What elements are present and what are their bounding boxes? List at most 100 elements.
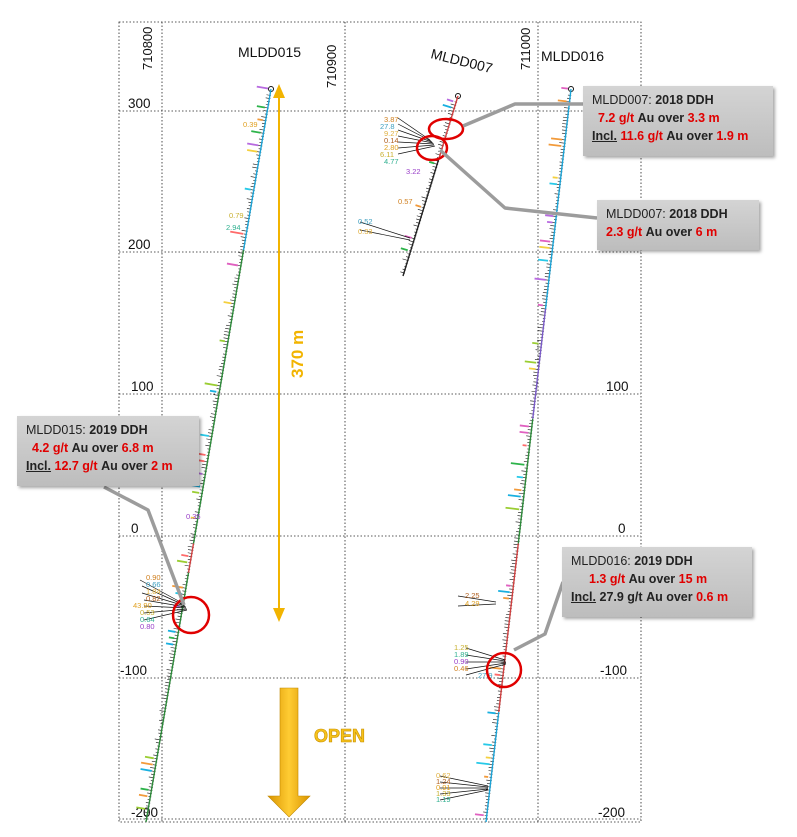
elevation-label-left: 300: [128, 96, 151, 111]
callout-width: 15 m: [678, 572, 708, 586]
callout-text: Au over: [637, 111, 685, 125]
callout-grade: 11.6 g/t: [620, 129, 663, 143]
assay-value-label: 0.14: [384, 136, 399, 145]
assay-value-label: 1.25: [454, 643, 469, 652]
assay-value-label: 1.19: [436, 795, 451, 804]
intercept-circle-mldd007-lower: [415, 134, 449, 162]
callout-incl: Incl.: [571, 590, 597, 604]
assay-value-label: 0.39: [243, 120, 258, 129]
assay-value-label: 6.11: [380, 150, 394, 159]
elevation-label-right: -100: [600, 663, 627, 678]
assay-value-label: 27.8: [380, 122, 395, 131]
callout-grade: 2.3 g/t: [606, 225, 643, 239]
elevation-label-left: -100: [120, 663, 147, 678]
callout-mldd007-2018-upper: MLDD007: 2018 DDH 7.2 g/t Au over 3.3 m …: [583, 86, 773, 156]
assay-value-label: 0.62: [436, 771, 451, 780]
assay-value-label: 0.53: [140, 608, 155, 617]
hole-label-mldd015: MLDD015: [238, 44, 301, 60]
assay-value-label: 4.77: [384, 157, 399, 166]
assay-value-label: 0.66: [146, 580, 161, 589]
callout-grade: 4.2 g/t: [32, 441, 69, 455]
callout-text: Au over: [71, 441, 119, 455]
assay-value-label: 4.29: [465, 599, 480, 608]
assay-value-label: 0.33: [358, 227, 373, 236]
intercept-circle-mldd007-upper: [427, 117, 465, 141]
assay-value-label: 0.46: [454, 664, 469, 673]
assay-value-label: 0.82: [146, 594, 161, 603]
intercept-circle-mldd015: [171, 595, 211, 635]
assay-value-label: 1.33: [436, 789, 451, 798]
assay-value-label: 1.89: [454, 650, 469, 659]
callout-hole-id: MLDD007:: [592, 93, 652, 107]
assay-value-label: 0.35: [186, 512, 201, 521]
callout-mldd016-2019: MLDD016: 2019 DDH 1.3 g/t Au over 15 m I…: [562, 547, 752, 617]
callout-hole-type: 2018 DDH: [655, 93, 714, 107]
callout-hole-id: MLDD007:: [606, 207, 666, 221]
assay-value-label: 2.94: [226, 223, 241, 232]
callout-grade: 27.9 g/t: [599, 590, 643, 604]
assay-value-label: 3.87: [384, 115, 399, 124]
assay-value-label: 2.25: [465, 591, 480, 600]
elevation-label-right: -200: [598, 805, 625, 820]
elevation-label-left: -200: [131, 805, 158, 820]
drill-trace-mldd015: [136, 85, 274, 823]
assay-value-label: 0.79: [229, 211, 244, 220]
easting-label: 710900: [324, 45, 339, 88]
callout-hole-type: 2018 DDH: [669, 207, 728, 221]
callout-width: 6 m: [695, 225, 718, 239]
drill-trace-mldd007: [400, 93, 461, 277]
assay-value-label: 3.22: [406, 167, 421, 176]
drill-trace-mldd016: [474, 86, 574, 823]
callout-text: Au over: [628, 572, 676, 586]
intercept-circle-mldd016: [485, 651, 523, 689]
callout-grade: 12.7 g/t: [54, 459, 98, 473]
callout-hole-type: 2019 DDH: [89, 423, 148, 437]
easting-label: 711000: [518, 28, 533, 70]
open-arrow: [267, 687, 311, 818]
easting-label: 710800: [140, 27, 155, 70]
callout-text: Au over: [666, 129, 713, 143]
extent-label: 370 m: [288, 330, 307, 378]
callout-width: 0.6 m: [696, 590, 729, 604]
callout-width: 3.3 m: [687, 111, 720, 125]
callout-mldd007-2018-lower: MLDD007: 2018 DDH 2.3 g/t Au over 6 m: [597, 200, 759, 250]
callout-hole-id: MLDD015:: [26, 423, 86, 437]
elevation-label-left: 0: [131, 521, 139, 536]
assay-value-label: 0.91: [436, 783, 451, 792]
assay-value-label: 1.84: [146, 587, 161, 596]
callout-hole-type: 2019 DDH: [634, 554, 693, 568]
assay-value-label: 0.90: [454, 657, 469, 666]
elevation-label-right: 100: [606, 379, 629, 394]
leader-line-mldd015: [103, 485, 186, 606]
hole-label-mldd007: MLDD007: [429, 45, 494, 76]
extent-arrow: [273, 84, 285, 622]
assay-value-label: 0.57: [398, 197, 413, 206]
assay-value-label: 43.90: [133, 601, 152, 610]
callout-width: 6.8 m: [121, 441, 154, 455]
assay-value-label: 0.52: [358, 217, 373, 226]
callout-incl: Incl.: [592, 129, 618, 143]
open-label: OPEN: [314, 726, 365, 746]
assay-value-label: 9.27: [384, 129, 399, 138]
leader-line-mldd007-a: [462, 102, 590, 128]
assay-value-label: 1.24: [436, 777, 451, 786]
section-grid: [118, 21, 642, 823]
assay-value-label: 0.80: [140, 622, 155, 631]
callout-text: Au over: [101, 459, 148, 473]
assay-value-label: 0.90: [146, 573, 161, 582]
callout-width: 1.9 m: [716, 129, 749, 143]
callout-grade: 7.2 g/t: [598, 111, 635, 125]
leader-line-mldd016: [513, 581, 565, 652]
callout-text: Au over: [645, 225, 693, 239]
assay-value-label: 27.9: [478, 671, 493, 680]
elevation-label-left: 100: [131, 379, 154, 394]
elevation-label-left: 200: [128, 237, 151, 252]
callout-incl: Incl.: [26, 459, 52, 473]
hole-label-mldd016: MLDD016: [541, 48, 604, 64]
assay-value-label: 0.64: [140, 615, 155, 624]
callout-hole-id: MLDD016:: [571, 554, 631, 568]
assay-value-label: 2.80: [384, 143, 399, 152]
callout-width: 2 m: [151, 459, 173, 473]
elevation-label-right: 0: [618, 521, 626, 536]
